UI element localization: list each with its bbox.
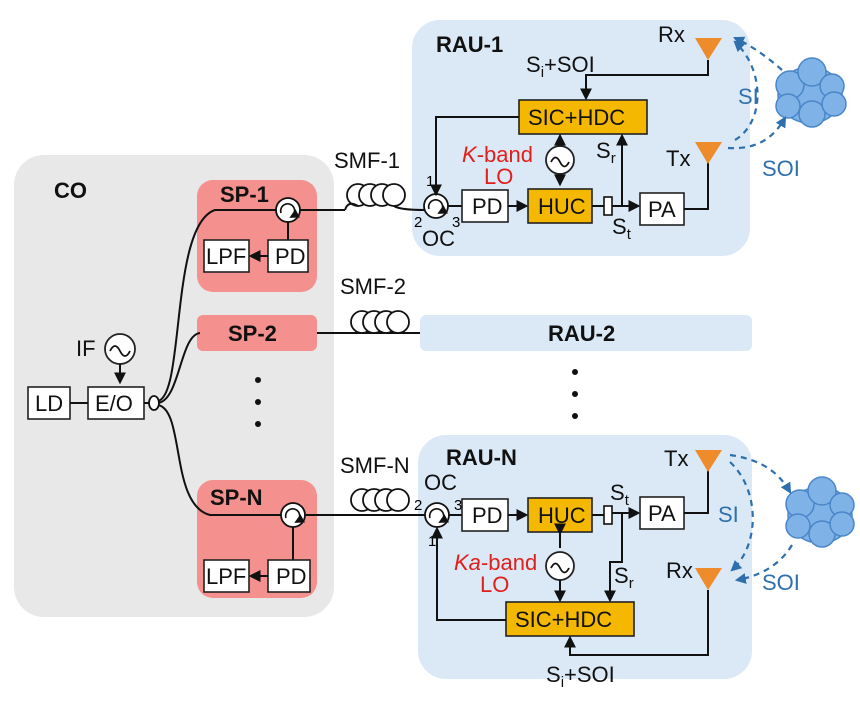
rau1-soi-label: SOI xyxy=(762,156,800,181)
rau1-oc-icon xyxy=(423,193,449,219)
smf2-label: SMF-2 xyxy=(340,274,406,299)
raun-st-label: St xyxy=(610,480,630,509)
spn-circulator-icon xyxy=(280,502,306,528)
if-label: IF xyxy=(76,336,96,361)
rau1-huc-block xyxy=(527,188,593,224)
raun-tx-label: Tx xyxy=(664,446,688,471)
rau-ellipsis xyxy=(572,369,578,419)
raun-oc-icon xyxy=(424,502,450,528)
raun-pa-label: PA xyxy=(648,501,676,526)
sine-glyph xyxy=(109,345,131,357)
rau1-lo-label: LO xyxy=(484,164,513,189)
rau2-panel xyxy=(420,315,752,351)
raun-lo-label: LO xyxy=(480,572,509,597)
raun-lo-icon xyxy=(545,551,575,581)
sp1-label: SP-1 xyxy=(220,182,269,207)
rau1-oc-label: OC xyxy=(422,226,455,251)
modulator-label: E/O xyxy=(95,391,133,416)
co-label: CO xyxy=(54,178,87,203)
rau1-port1: 1 xyxy=(426,173,434,190)
raun-sic-hdc-label: SIC+HDC xyxy=(515,607,612,632)
rau1-rx-antenna-icon xyxy=(695,38,722,60)
raun-label: RAU-N xyxy=(446,445,517,470)
rau1-sic-hdc-label: SIC+HDC xyxy=(528,105,625,130)
if-source-icon xyxy=(104,333,136,365)
sp1-lpf-box xyxy=(203,239,250,273)
smf2-spool-icon xyxy=(350,310,410,334)
raun-coupler-icon xyxy=(603,505,613,525)
raun-rx-label: Rx xyxy=(666,558,693,583)
splitter-icon xyxy=(148,395,160,411)
rau1-pa-label: PA xyxy=(648,197,676,222)
rau1-pd-label: PD xyxy=(472,194,503,219)
spn-lpf-box xyxy=(203,559,250,593)
rau1-rx-label: Rx xyxy=(658,22,685,47)
raun-rx-antenna-icon xyxy=(695,568,722,590)
smfn-spool-icon xyxy=(350,488,410,512)
co-ellipsis xyxy=(255,377,261,427)
smf1-label: SMF-1 xyxy=(334,148,400,173)
rau1-lo-icon xyxy=(545,145,575,175)
rau1-huc-label: HUC xyxy=(538,194,586,219)
raun-pa-box xyxy=(639,496,685,530)
spn-label: SP-N xyxy=(210,485,263,510)
rau1-st-label: St xyxy=(612,214,632,243)
rau1-port2: 2 xyxy=(414,214,422,231)
smfn-label: SMF-N xyxy=(340,453,410,478)
rau1-tx-label: Tx xyxy=(666,146,690,171)
raun-huc-label: HUC xyxy=(538,503,586,528)
rau1-port3: 3 xyxy=(452,214,460,231)
rau1-tx-antenna-icon xyxy=(695,142,722,164)
spn-pd-label: PD xyxy=(276,564,307,589)
rau1-pd-box xyxy=(461,189,509,223)
raun-soi-label: SOI xyxy=(762,570,800,595)
rau2-label: RAU-2 xyxy=(548,321,615,346)
spn-lpf-label: LPF xyxy=(206,564,246,589)
sp1-pd-label: PD xyxy=(275,244,306,269)
raun-panel xyxy=(418,435,752,679)
rau1-si-soi-label: Si+SOI xyxy=(526,52,595,81)
raun-si-soi-label: Si+SOI xyxy=(546,662,615,691)
sp1-lpf-label: LPF xyxy=(206,244,246,269)
raun-cloud-icon xyxy=(785,476,855,548)
rau1-coupler-icon xyxy=(603,196,613,216)
raun-pd-label: PD xyxy=(472,503,503,528)
smf1-spool-icon xyxy=(346,183,406,207)
rau1-sr-label: Sr xyxy=(596,138,616,167)
sp2-label: SP-2 xyxy=(228,321,277,346)
raun-port1: 1 xyxy=(428,533,436,550)
laser-diode-box xyxy=(27,386,71,420)
raun-pd-box xyxy=(461,498,509,532)
laser-diode-label: LD xyxy=(35,391,63,416)
rau1-cloud-icon xyxy=(775,57,847,128)
sp2-panel xyxy=(197,315,317,351)
raun-port2: 2 xyxy=(414,497,422,514)
raun-lo-band-label: Ka-band xyxy=(454,550,537,575)
sp1-circulator-icon xyxy=(275,197,301,223)
rau1-si-label: SI xyxy=(738,84,759,109)
raun-tx-antenna-icon xyxy=(695,450,722,472)
rau1-sic-hdc-block xyxy=(518,99,648,135)
rau1-label: RAU-1 xyxy=(436,32,503,57)
rau1-lo-band-label: K-band xyxy=(462,142,533,167)
raun-port3: 3 xyxy=(454,497,462,514)
raun-sr-label: Sr xyxy=(614,563,634,592)
raun-si-label: SI xyxy=(718,502,739,527)
raun-oc-label: OC xyxy=(424,470,457,495)
sp1-pd-box xyxy=(267,239,309,273)
rau1-pa-box xyxy=(639,192,685,226)
